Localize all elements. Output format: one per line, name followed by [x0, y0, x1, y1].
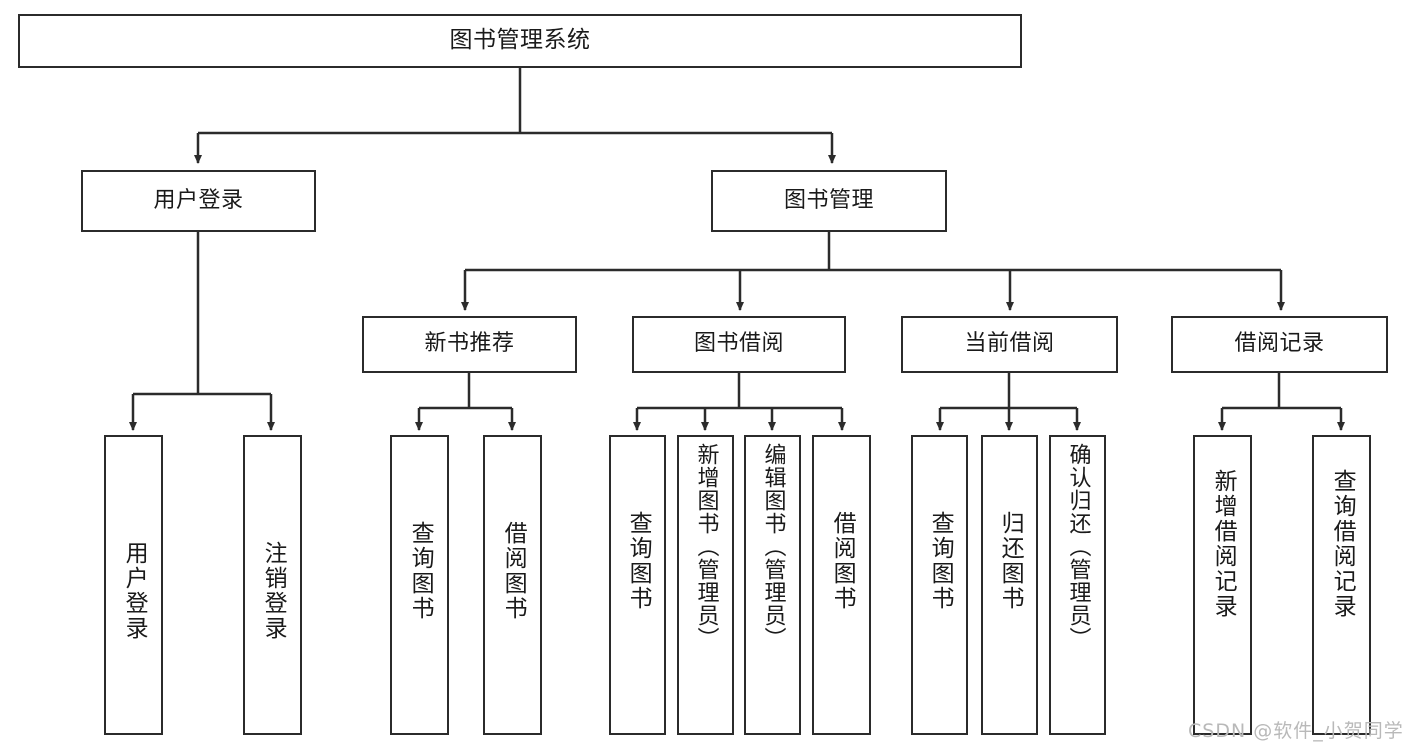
node-label: 借阅图书 [829, 511, 856, 611]
node-book-management[interactable]: 图书管理 [711, 170, 947, 232]
leaf-user-login[interactable]: 用户登录 [104, 435, 163, 735]
leaf-recommend-borrow-book[interactable]: 借阅图书 [483, 435, 542, 735]
node-label: 图书管理系统 [449, 27, 591, 54]
node-label: 注销登录 [260, 541, 287, 641]
csdn-watermark: CSDN @软件_小贺同学 [1188, 720, 1404, 742]
leaf-current-return-book[interactable]: 归还图书 [981, 435, 1038, 735]
node-label: 查询图书 [927, 511, 954, 611]
node-label: 图书管理 [783, 187, 874, 213]
node-label: 当前借阅 [964, 331, 1055, 357]
leaf-current-confirm-return-admin[interactable]: 确认归还（管理员） [1049, 435, 1106, 735]
leaf-user-logout[interactable]: 注销登录 [243, 435, 302, 735]
node-label: 新增借阅记录 [1210, 469, 1237, 619]
node-label: 新书推荐 [424, 331, 515, 357]
leaf-recommend-query-book[interactable]: 查询图书 [390, 435, 449, 735]
node-label: 查询图书 [407, 521, 434, 621]
node-label: 查询借阅记录 [1329, 469, 1356, 619]
leaf-record-query-record[interactable]: 查询借阅记录 [1312, 435, 1371, 735]
node-new-book-recommend[interactable]: 新书推荐 [362, 316, 577, 373]
node-label: 用户登录 [121, 541, 148, 641]
node-label: 图书借阅 [693, 331, 784, 357]
node-book-borrow[interactable]: 图书借阅 [632, 316, 846, 373]
node-label: 用户登录 [153, 187, 244, 213]
leaf-borrow-borrow-book[interactable]: 借阅图书 [812, 435, 871, 735]
node-user-login[interactable]: 用户登录 [81, 170, 316, 232]
leaf-borrow-edit-book-admin[interactable]: 编辑图书（管理员） [744, 435, 801, 735]
node-label: 归还图书 [997, 511, 1024, 611]
node-label: 借阅图书 [500, 521, 527, 621]
node-label: 确认归还（管理员） [1065, 443, 1091, 650]
node-current-borrow[interactable]: 当前借阅 [901, 316, 1118, 373]
node-label: 编辑图书（管理员） [760, 443, 786, 650]
node-label: 新增图书（管理员） [693, 443, 719, 650]
node-label: 借阅记录 [1234, 331, 1325, 357]
leaf-borrow-query-book[interactable]: 查询图书 [609, 435, 666, 735]
node-root-system[interactable]: 图书管理系统 [18, 14, 1022, 68]
node-borrow-record[interactable]: 借阅记录 [1171, 316, 1388, 373]
leaf-borrow-add-book-admin[interactable]: 新增图书（管理员） [677, 435, 734, 735]
leaf-record-add-record[interactable]: 新增借阅记录 [1193, 435, 1252, 735]
leaf-current-query-book[interactable]: 查询图书 [911, 435, 968, 735]
node-label: 查询图书 [625, 511, 652, 611]
